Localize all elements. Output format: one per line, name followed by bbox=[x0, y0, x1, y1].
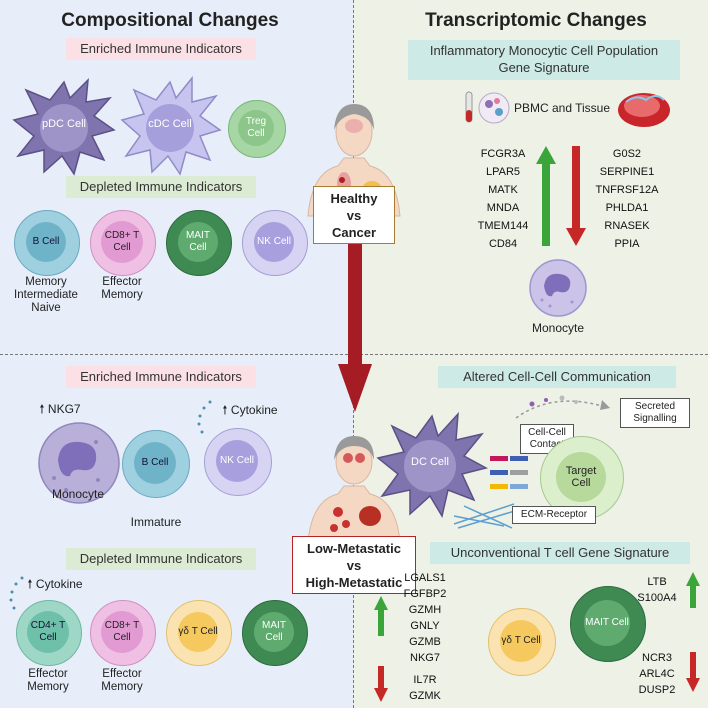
pdc-cell-icon bbox=[12, 78, 116, 176]
monocyte-bottom-icon bbox=[38, 422, 120, 504]
cytokine-label-2: 🠕 Cytokine bbox=[27, 577, 83, 591]
human-figure-bottom-icon bbox=[307, 436, 401, 543]
cd4-note: Effector Memory bbox=[27, 668, 69, 693]
cdc-label: cDC Cell bbox=[148, 118, 192, 130]
right-up-gene-2: S100A4 bbox=[637, 592, 677, 604]
down-gene-3: TNFRSF12A bbox=[595, 184, 659, 196]
up-gene-1: FCGR3A bbox=[480, 148, 526, 160]
up-gene-2: LPAR5 bbox=[485, 166, 521, 178]
left-up-gene-1: LGALS1 bbox=[404, 572, 446, 584]
nk-label: NK Cell bbox=[254, 222, 294, 262]
up-gene-5: TMEM144 bbox=[477, 220, 529, 232]
left-up-gene-6: NKG7 bbox=[410, 652, 440, 664]
up-gene-4: MNDA bbox=[486, 202, 520, 214]
cd4-label: CD4+ T Cell bbox=[27, 611, 69, 653]
gd-label: γδ T Cell bbox=[178, 612, 218, 652]
right-down-gene-3: DUSP2 bbox=[638, 684, 676, 696]
communication-banner: Altered Cell-Cell Communication bbox=[438, 366, 676, 388]
down-gene-1: G0S2 bbox=[612, 148, 642, 160]
secreted-dots-icon bbox=[515, 395, 610, 419]
cdc-cell-icon bbox=[120, 75, 222, 176]
tcell-banner: Unconventional T cell Gene Signature bbox=[430, 542, 690, 564]
mait-label: MAIT Cell bbox=[178, 222, 218, 262]
left-up-gene-2: FGFBP2 bbox=[403, 588, 447, 600]
cd8-bottom-note: Effector Memory bbox=[101, 668, 143, 693]
enriched-label-bottom: Enriched Immune Indicators bbox=[66, 366, 256, 388]
healthy-vs-cancer-box: Healthy vs Cancer bbox=[313, 186, 395, 244]
inflammatory-banner: Inflammatory Monocytic Cell Population G… bbox=[408, 40, 680, 80]
cd8-bottom-label: CD8+ T Cell bbox=[101, 611, 143, 653]
left-up-arrow-icon bbox=[374, 596, 388, 636]
cd8-label: CD8+ T Cell bbox=[101, 221, 143, 263]
pdc-label: pDC Cell bbox=[41, 118, 86, 130]
depleted-label-top: Depleted Immune Indicators bbox=[66, 176, 256, 198]
mait-bottom-label: MAIT Cell bbox=[254, 612, 294, 652]
monocyte-label-bottom: Monocyte bbox=[51, 487, 105, 501]
b-cell-note: Memory Intermediate Naive bbox=[14, 276, 78, 314]
right-down-gene-1: NCR3 bbox=[642, 652, 672, 664]
monocyte-top-icon bbox=[529, 259, 587, 317]
right-title: Transcriptomic Changes bbox=[425, 10, 647, 31]
up-gene-3: MATK bbox=[488, 184, 518, 196]
center-down-arrow-icon bbox=[338, 244, 372, 412]
metastatic-box: Low-Metastatic vs High-Metastatic bbox=[292, 536, 416, 594]
b-cell-bottom-label: B Cell bbox=[134, 442, 176, 484]
cytokine-dots-icon-2 bbox=[9, 576, 24, 610]
gd-bottom-label: γδ T Cell bbox=[500, 620, 542, 662]
nkg7-label: 🠕 NKG7 bbox=[39, 402, 81, 416]
enriched-label-top: Enriched Immune Indicators bbox=[66, 38, 256, 60]
immature-label: Immature bbox=[130, 515, 182, 529]
down-gene-4: PHLDA1 bbox=[605, 202, 649, 214]
left-up-gene-3: GZMH bbox=[408, 604, 442, 616]
ecm-receptor-box: ECM-Receptor bbox=[512, 506, 596, 524]
tissue-icon bbox=[618, 93, 670, 127]
monocyte-label-top: Monocyte bbox=[531, 321, 585, 335]
up-gene-6: CD84 bbox=[488, 238, 518, 250]
left-down-gene-1: IL7R bbox=[413, 674, 437, 686]
nk-bottom-label: NK Cell bbox=[216, 440, 258, 482]
up-small-icon: 🠕 bbox=[27, 577, 33, 591]
secreted-signalling-box: Secreted Signalling bbox=[620, 398, 690, 428]
cytokine-dots-icon-1 bbox=[197, 400, 212, 434]
mait-br-label: MAIT Cell bbox=[584, 600, 630, 646]
right-up-gene-1: LTB bbox=[647, 576, 667, 588]
dc-cell-label: DC Cell bbox=[411, 456, 449, 468]
left-up-gene-5: GZMB bbox=[409, 636, 441, 648]
ecm-fibers-icon bbox=[453, 503, 519, 529]
left-down-gene-2: GZMK bbox=[409, 690, 441, 702]
down-gene-2: SERPINE1 bbox=[599, 166, 655, 178]
right-up-arrow-icon bbox=[686, 572, 700, 608]
right-down-gene-2: ARL4C bbox=[639, 668, 675, 680]
cd8-note: Effector Memory bbox=[101, 276, 143, 301]
dc-cell-comm-icon bbox=[376, 411, 489, 518]
treg-label: Treg Cell bbox=[238, 110, 274, 146]
up-small-icon: 🠕 bbox=[39, 402, 45, 416]
target-cell-label: Target Cell bbox=[556, 452, 606, 502]
pbmc-label: PBMC and Tissue bbox=[513, 101, 611, 115]
right-down-arrow-icon bbox=[686, 652, 700, 692]
down-gene-5: RNASEK bbox=[604, 220, 650, 232]
b-cell-label: B Cell bbox=[26, 222, 66, 262]
up-small-icon: 🠕 bbox=[222, 403, 228, 417]
left-up-gene-4: GNLY bbox=[410, 620, 440, 632]
left-down-arrow-icon bbox=[374, 666, 388, 702]
receptor-ligand-icon bbox=[490, 456, 528, 489]
down-arrow-red-icon bbox=[566, 146, 586, 246]
depleted-label-bottom: Depleted Immune Indicators bbox=[66, 548, 256, 570]
down-gene-6: PPIA bbox=[614, 238, 640, 250]
cytokine-label-1: 🠕 Cytokine bbox=[222, 403, 278, 417]
left-title: Compositional Changes bbox=[61, 10, 279, 31]
pbmc-tube-icon bbox=[465, 91, 510, 124]
up-arrow-green-icon bbox=[536, 146, 556, 246]
